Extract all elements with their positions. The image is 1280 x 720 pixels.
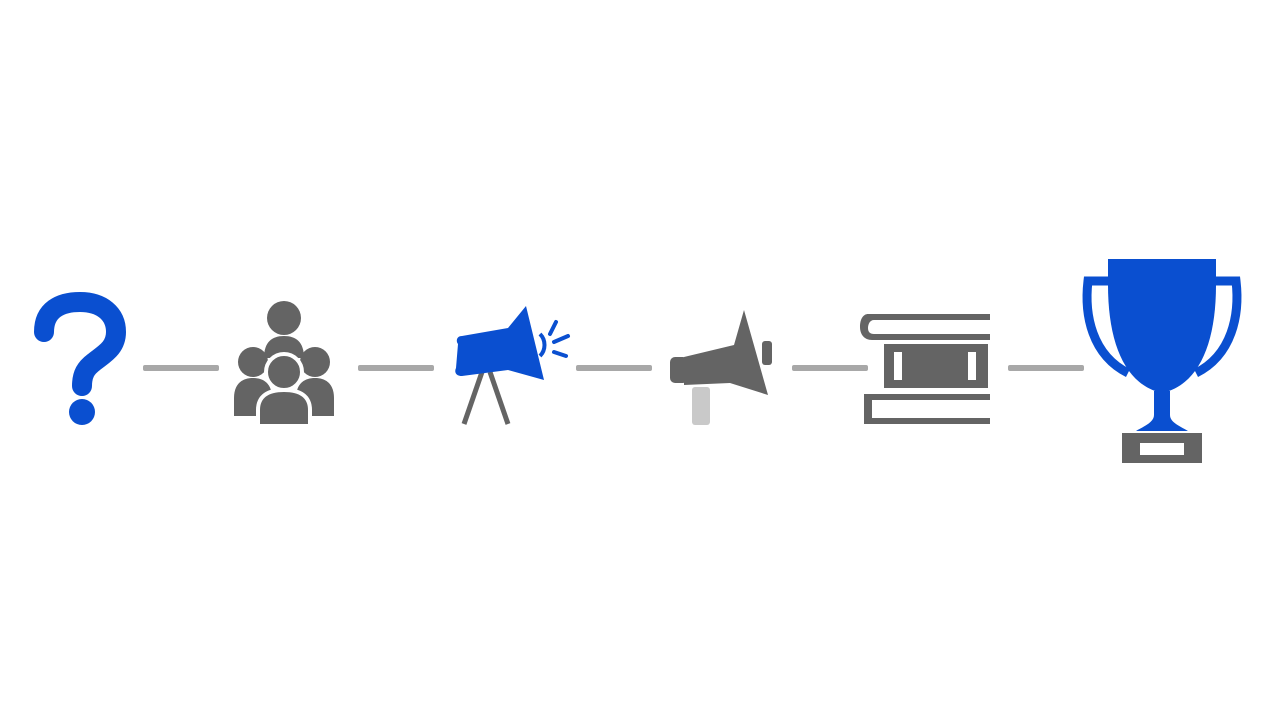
connector-line [358,365,434,371]
books-icon [860,314,990,424]
connector-line [1008,365,1084,371]
trophy-icon [1082,259,1242,463]
people-group-icon [234,301,334,428]
connector-line [143,365,219,371]
question-mark-icon [34,292,127,425]
connector-line [792,365,868,371]
connector-line [576,365,652,371]
spotlight-icon [455,306,570,425]
megaphone-icon [670,310,772,425]
